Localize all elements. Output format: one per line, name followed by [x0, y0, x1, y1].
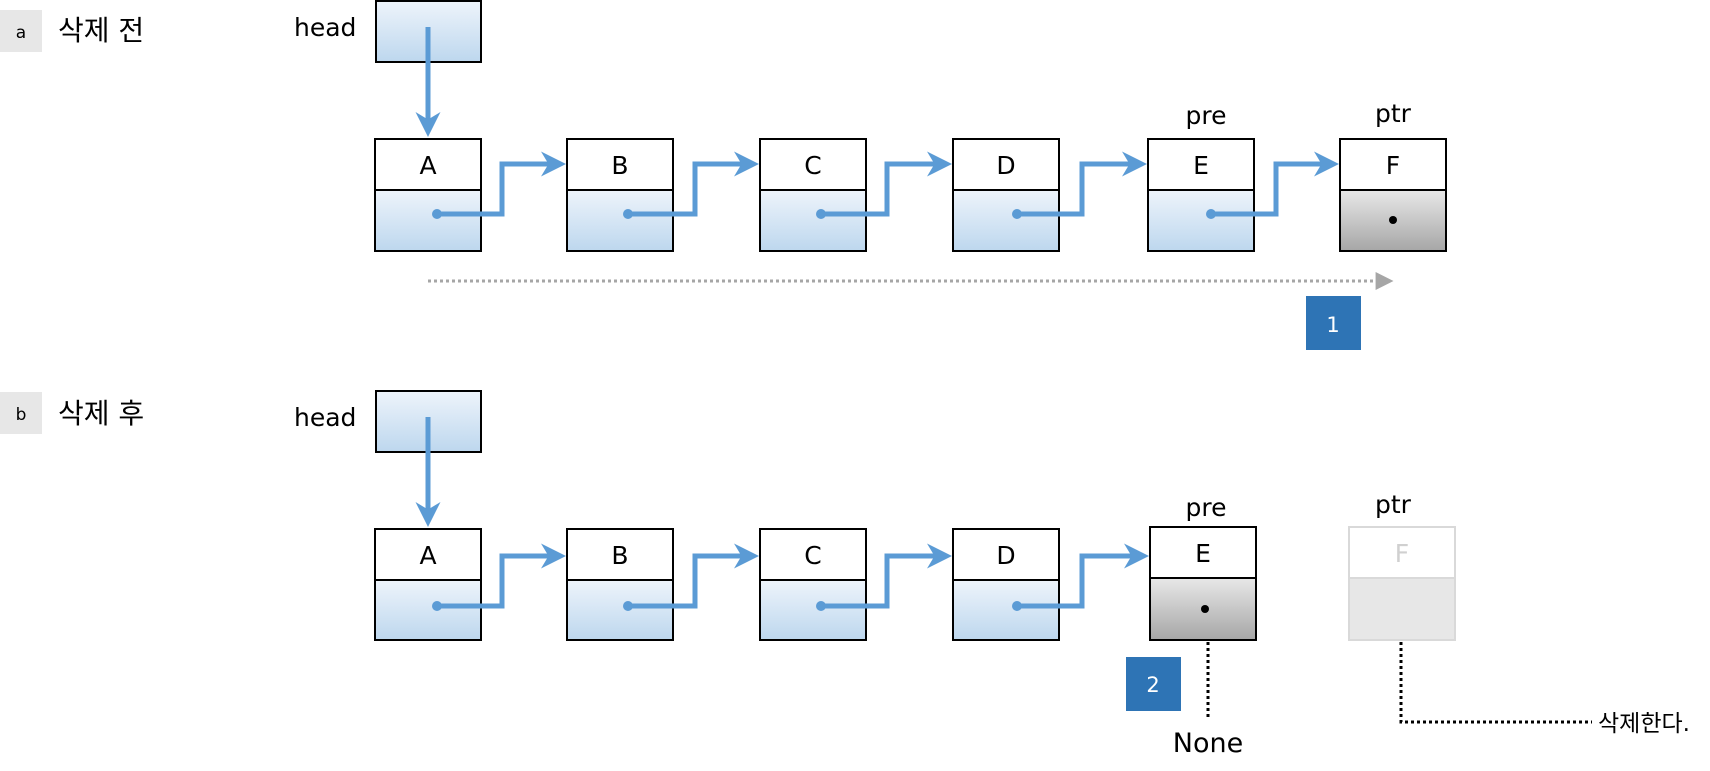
node-a: A [374, 138, 482, 252]
links-a [432, 151, 1339, 219]
node-b: B [566, 138, 674, 252]
null-dot [1389, 216, 1397, 224]
step-2-label: 2 [1146, 673, 1159, 697]
node-e: E [1147, 138, 1255, 252]
node-d: D [952, 528, 1060, 641]
section-a-tag: a [16, 23, 26, 43]
null-dot [1201, 605, 1209, 613]
section-b-tag-bg [0, 392, 42, 434]
node-label: E [1195, 539, 1211, 568]
node-b: B [566, 528, 674, 641]
node-e: E [1149, 526, 1257, 641]
ptr-label-a: ptr [1375, 99, 1412, 128]
links-b [432, 543, 1149, 611]
node-a: A [374, 528, 482, 641]
node-label: B [611, 541, 628, 570]
section-a-tag-bg [0, 10, 42, 52]
node-f: F [1339, 138, 1447, 252]
section-b-tag: b [16, 405, 27, 425]
head-label-b: head [294, 403, 356, 432]
node-label: F [1386, 151, 1400, 180]
step-1-badge [1306, 296, 1361, 350]
section-a-title: 삭제 전 [58, 14, 144, 47]
section-b-title: 삭제 후 [58, 397, 144, 430]
node-c: C [759, 528, 867, 641]
node-label: D [996, 151, 1015, 180]
delete-connector [1399, 642, 1592, 724]
pre-label-b: pre [1186, 493, 1227, 522]
step-2-badge [1126, 657, 1181, 711]
node-c: C [759, 138, 867, 252]
node-label: B [611, 151, 628, 180]
head-label-a: head [294, 13, 356, 42]
node-f-deleted: F [1348, 526, 1456, 641]
node-label: F [1395, 539, 1409, 568]
node-d: D [952, 138, 1060, 252]
node-label: C [804, 151, 821, 180]
pre-label-a: pre [1186, 101, 1227, 130]
none-label: None [1173, 728, 1243, 759]
delete-note: 삭제한다. [1598, 711, 1690, 737]
section-b: b 삭제 후 head A B C D E [0, 390, 1690, 759]
section-a: a 삭제 전 head A B C D E [0, 0, 1447, 350]
step-1-label: 1 [1326, 313, 1339, 337]
node-label: D [996, 541, 1015, 570]
node-label: C [804, 541, 821, 570]
node-label: A [419, 541, 436, 570]
node-label: A [419, 151, 436, 180]
ptr-label-b: ptr [1375, 490, 1412, 519]
node-label: E [1193, 151, 1209, 180]
